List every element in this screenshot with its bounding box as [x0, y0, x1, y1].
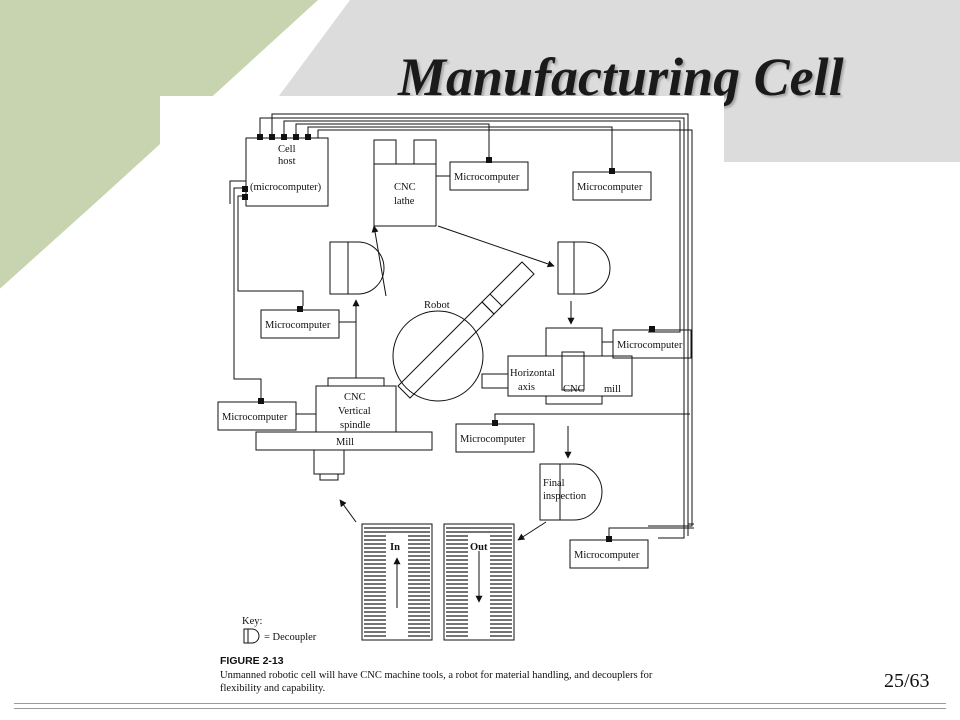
- cell-host-line2: host: [278, 156, 296, 167]
- in-label: In: [390, 542, 400, 553]
- decoupler-left: [329, 241, 385, 295]
- vmill-line3: spindle: [340, 420, 371, 431]
- figure-panel: Cell host (microcomputer) CNC lathe Micr…: [160, 96, 724, 698]
- in-bin: [361, 523, 433, 641]
- footer-rule-2: [14, 708, 946, 709]
- cnc-lathe-box: [373, 163, 437, 227]
- microcomputer-label-hmill: Microcomputer: [617, 340, 683, 351]
- vmill-line4: Mill: [336, 437, 354, 448]
- microcomputer-label-leftmid: Microcomputer: [265, 320, 331, 331]
- hmill-line3: CNC: [563, 384, 585, 395]
- microcomputer-label-bottomright: Microcomputer: [574, 550, 640, 561]
- slide-title: Manufacturing Cell: [398, 47, 844, 107]
- figure-number: FIGURE 2-13: [220, 655, 284, 667]
- cnc-lathe-line1: CNC: [394, 182, 416, 193]
- microcomputer-box-vmill: [217, 401, 297, 431]
- robot-label: Robot: [424, 300, 450, 311]
- robot-circle: [392, 310, 484, 402]
- out-label: Out: [470, 542, 488, 553]
- key-label: Key:: [242, 616, 262, 627]
- page-number: 25/63: [884, 670, 930, 692]
- microcomputer-label-lathe: Microcomputer: [454, 172, 520, 183]
- final-inspection-decoupler: [539, 463, 603, 521]
- hmill-line4: mill: [604, 384, 621, 395]
- hmill-line2: axis: [518, 382, 535, 393]
- hmill-line1: Horizontal: [510, 368, 555, 379]
- final-inspection-line1: Final: [543, 478, 565, 489]
- vmill-line1: CNC: [344, 392, 366, 403]
- caption-line-2: flexibility and capability.: [220, 683, 325, 694]
- caption-line-1: Unmanned robotic cell will have CNC mach…: [220, 670, 653, 681]
- out-bin: [443, 523, 515, 641]
- cell-host-line1: Cell: [278, 144, 296, 155]
- microcomputer-label-vmill: Microcomputer: [222, 412, 288, 423]
- microcomputer-label-center: Microcomputer: [460, 434, 526, 445]
- vmill-line2: Vertical: [338, 406, 371, 417]
- final-inspection-line2: inspection: [543, 491, 587, 502]
- manufacturing-cell-diagram: Cell host (microcomputer) CNC lathe Micr…: [217, 113, 694, 694]
- key-item: = Decoupler: [264, 632, 317, 643]
- cell-host-line3: (microcomputer): [250, 182, 322, 193]
- decoupler-right: [557, 241, 611, 295]
- microcomputer-label-topright: Microcomputer: [577, 182, 643, 193]
- footer-rule-1: [14, 703, 946, 704]
- cnc-lathe-line2: lathe: [394, 196, 415, 207]
- key-decoupler-icon: [243, 628, 260, 644]
